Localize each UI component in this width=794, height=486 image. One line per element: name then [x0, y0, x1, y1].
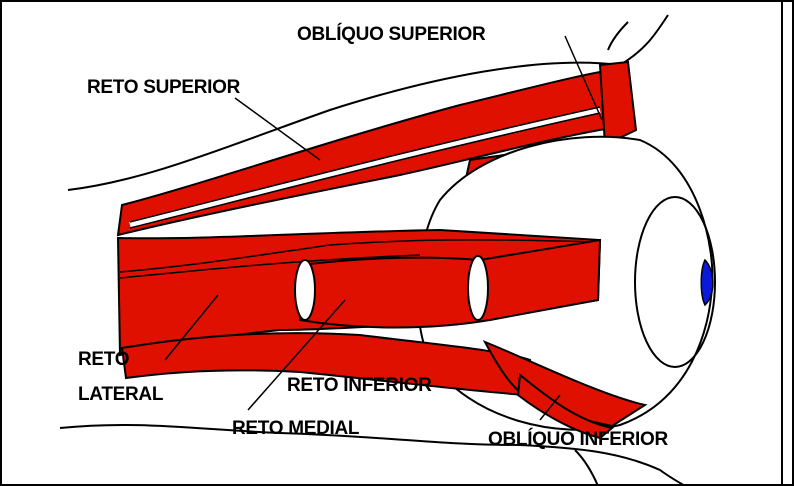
- label-obliquo-superior: OBLÍQUO SUPERIOR: [297, 24, 485, 46]
- optic-foramen-back: [295, 260, 315, 320]
- leader-reto-superior: [235, 98, 320, 160]
- label-reto-superior: RETO SUPERIOR: [87, 77, 240, 99]
- label-reto-inferior: RETO INFERIOR: [287, 375, 432, 397]
- obliquo-superior-muscle: [600, 62, 636, 145]
- label-reto-lateral-line1: RETO: [78, 349, 129, 371]
- lower-orbit-inner: [575, 450, 598, 486]
- label-obliquo-inferior: OBLÍQUO INFERIOR: [488, 429, 668, 451]
- label-reto-medial: RETO MEDIAL: [232, 418, 359, 440]
- upper-orbit-inner: [608, 22, 628, 50]
- optic-foramen-front: [468, 256, 488, 320]
- label-reto-lateral-line2: LATERAL: [78, 384, 163, 406]
